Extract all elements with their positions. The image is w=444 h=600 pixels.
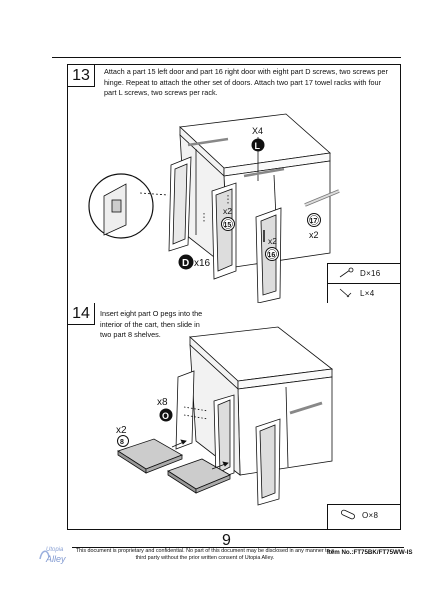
callout-door16-qty: x2 [268, 236, 277, 246]
step-instruction: Insert eight part O pegs into the interi… [100, 309, 203, 339]
footer-rule [72, 547, 404, 548]
callout-l: X4 L [251, 126, 265, 152]
step-number: 13 [68, 65, 95, 87]
callout-rack-part: 17 [310, 218, 318, 225]
callout-door15-qty: x2 [223, 206, 232, 216]
step-13-illustration [88, 113, 340, 304]
parts-legend: D×16 L×4 [327, 263, 400, 304]
callout-rack-qty: x2 [309, 230, 319, 240]
callout-d-qty: x16 [194, 258, 211, 269]
callout-shelf-qty: x2 [116, 425, 127, 436]
callout-l-part: L [255, 141, 261, 151]
callout-door15-part: 15 [224, 222, 232, 229]
callout-o-qty: x8 [157, 397, 168, 408]
callout-door16-part: 16 [268, 252, 276, 259]
item-label: Item No.: [327, 549, 354, 556]
item-value: FT75BK/FT75WW-IS [353, 549, 413, 556]
callout-door-16: x2 16 [265, 236, 279, 261]
l-screw-icon [339, 288, 352, 298]
step-14-illustration [117, 326, 334, 506]
parts-legend: O×8 [327, 504, 400, 529]
step-13-panel: 13 Attach a part 15 left door and part 1… [67, 64, 401, 305]
step-14-panel: 14 Insert eight part O pegs into the int… [67, 303, 401, 530]
callout-l-qty: X4 [252, 126, 263, 136]
item-number: Item No.:FT75BK/FT75WW-IS [327, 549, 413, 556]
callout-o-part: O [162, 411, 169, 421]
page-number: 9 [222, 532, 231, 549]
legend-label: L×4 [360, 289, 375, 298]
logo-text-bottom: Alley [46, 554, 66, 564]
d-screw-icon [339, 267, 354, 278]
legend-label: O×8 [362, 511, 379, 520]
callout-o: x8 O [157, 397, 173, 422]
callout-rack-17: 17 x2 [307, 213, 321, 240]
callout-shelf-8: x2 8 [116, 425, 129, 447]
callout-d-part: D [182, 258, 189, 269]
logo-text-top: Utopia [46, 547, 64, 553]
disclaimer: This document is proprietary and confide… [75, 548, 335, 561]
callout-shelf-part: 8 [120, 439, 124, 446]
header-rule [52, 57, 401, 58]
callout-d: D x16 [178, 254, 211, 270]
legend-label: D×16 [360, 269, 381, 278]
legend-item-o: O×8 [328, 505, 400, 524]
legend-item-d: D×16 [328, 264, 400, 283]
step-number: 14 [68, 303, 95, 325]
legend-item-l: L×4 [328, 283, 400, 303]
utopia-alley-logo [39, 550, 50, 560]
o-peg-icon [341, 509, 355, 520]
step-instruction: Attach a part 15 left door and part 16 r… [104, 67, 388, 97]
callout-door-15: x2 15 [221, 206, 235, 231]
